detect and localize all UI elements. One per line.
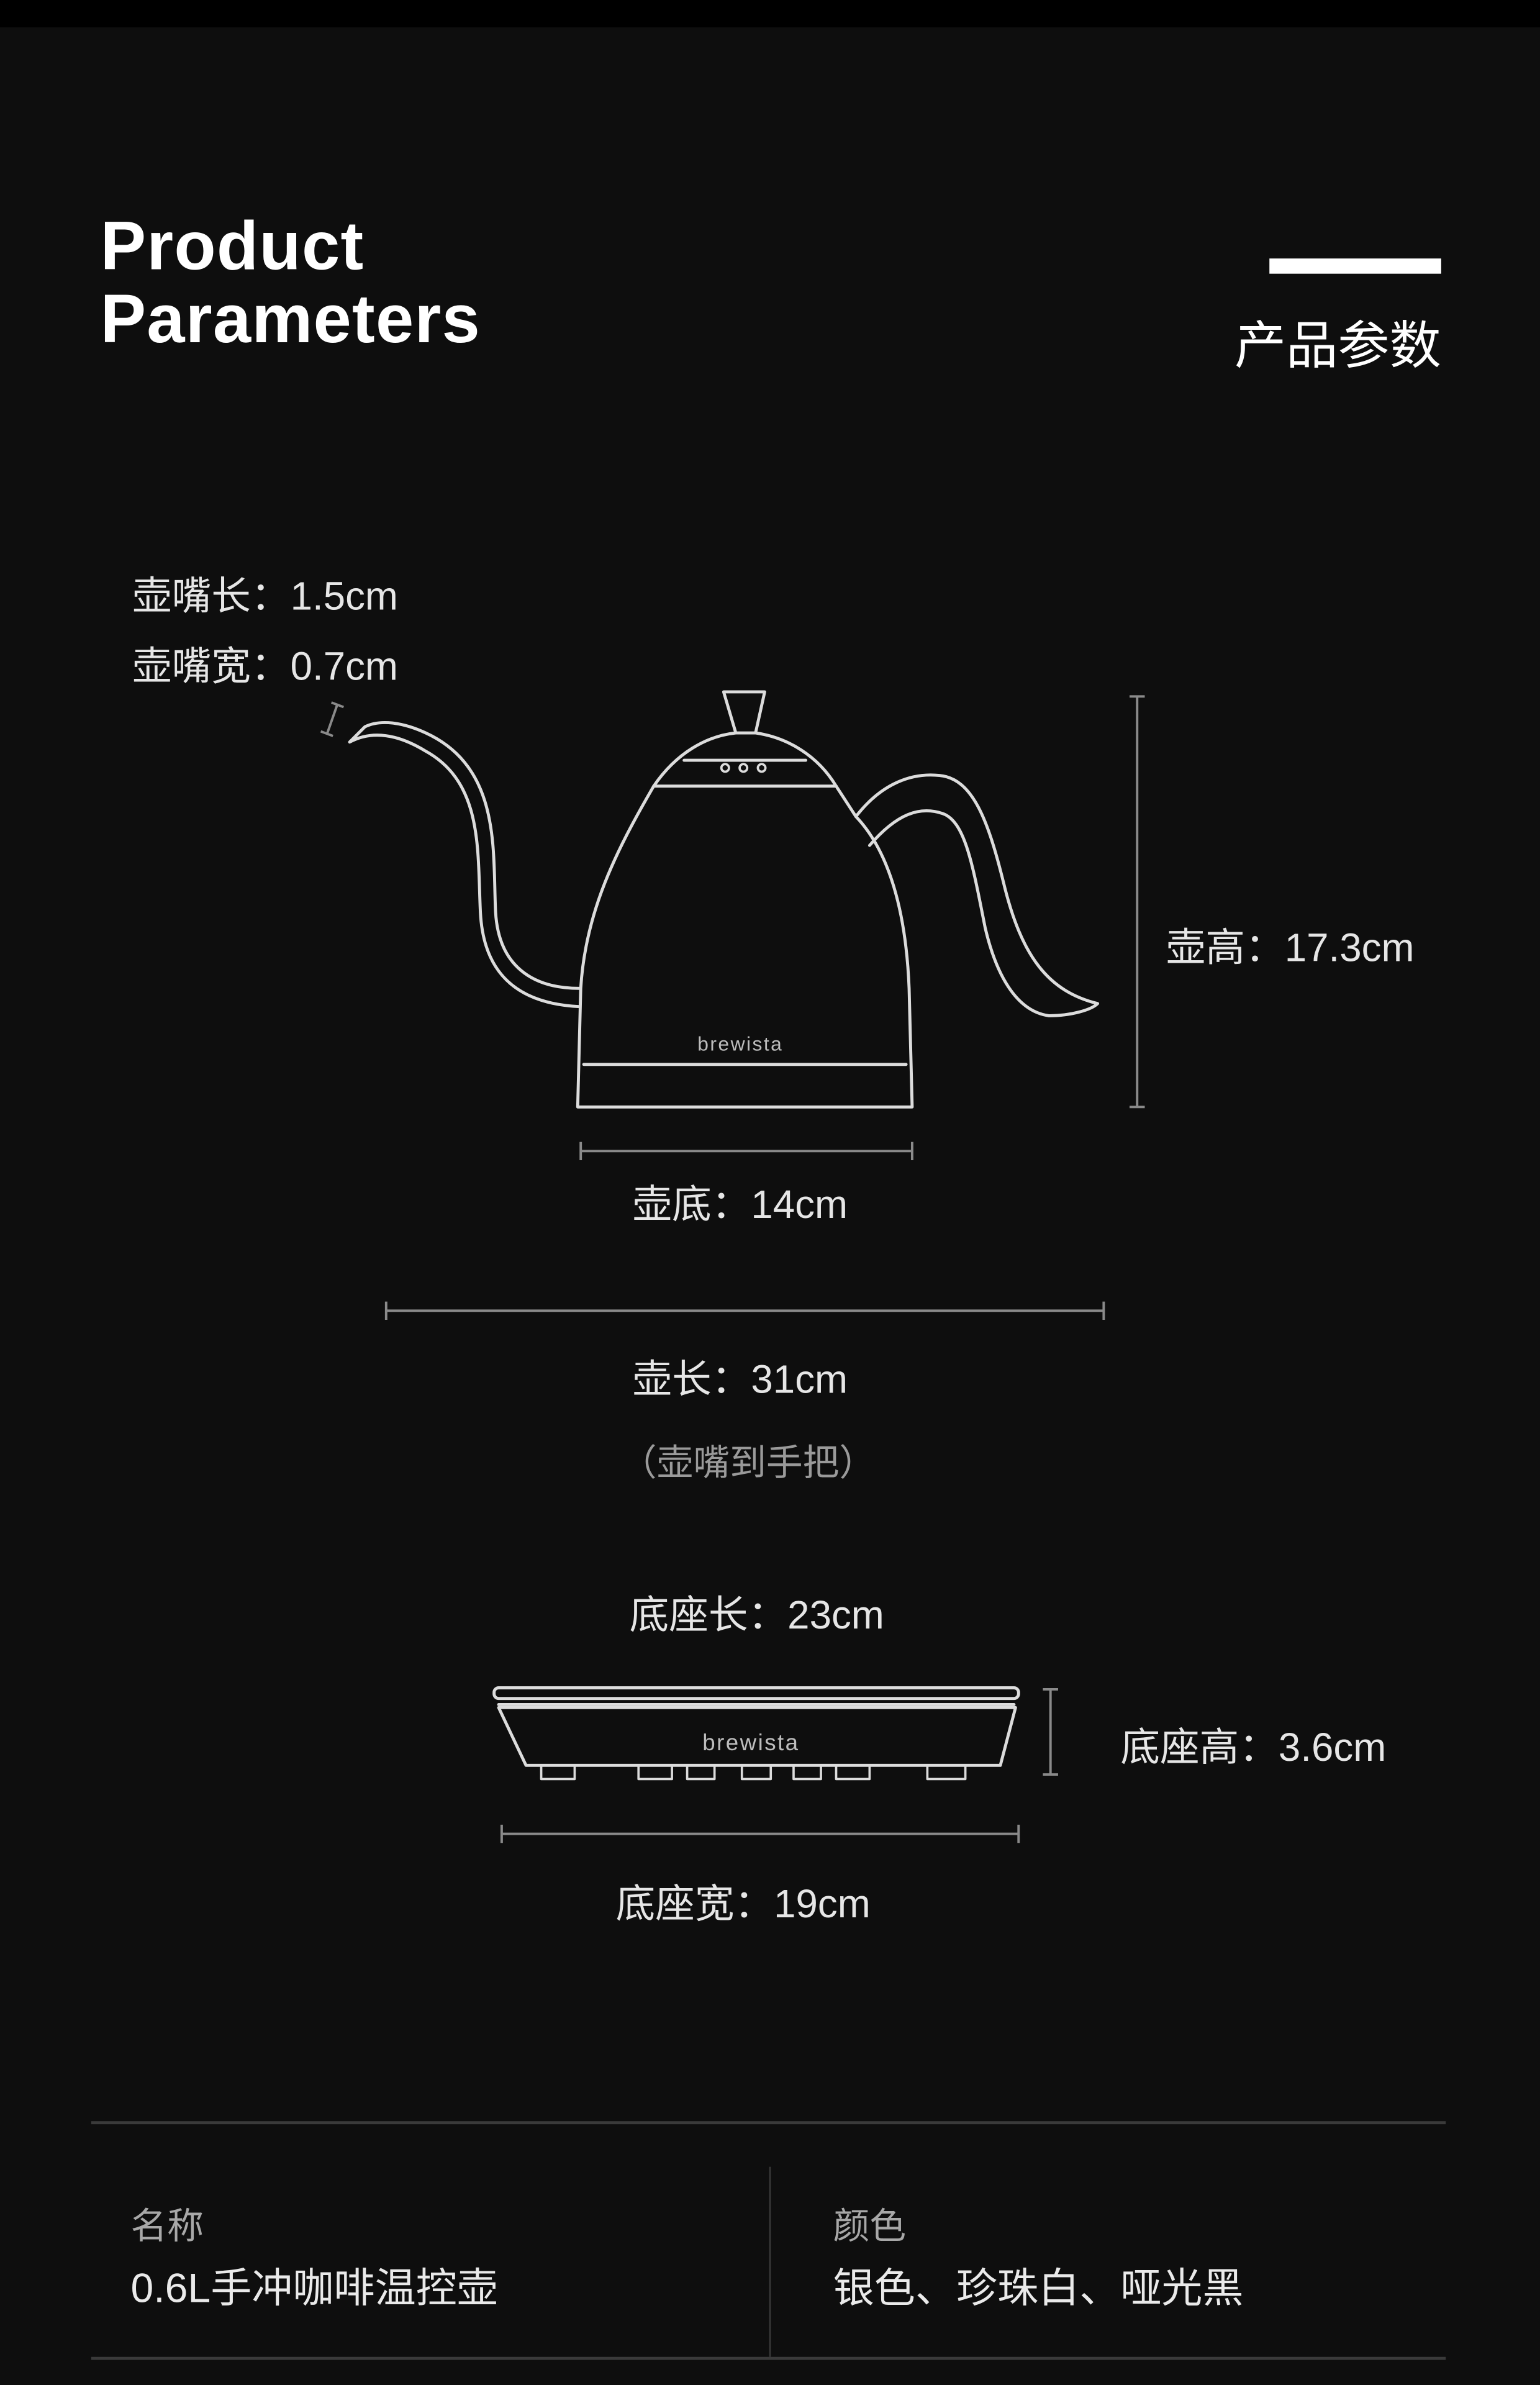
spout-width-label: 壶嘴宽：0.7cm — [132, 643, 398, 689]
kettle-length-line — [384, 1301, 1105, 1320]
page-title: Product Parameters — [100, 206, 481, 358]
spout-width-marker — [320, 701, 344, 737]
kettle-spout — [348, 721, 581, 1009]
stand-height-label: 底座高：3.6cm — [1120, 1724, 1387, 1770]
spec-name-label: 名称 — [130, 2206, 204, 2248]
spec-color-label: 颜色 — [833, 2206, 907, 2248]
stand-feet — [540, 1764, 967, 1781]
kettle-length-label: 壶长：31cm — [632, 1356, 848, 1402]
spec-color-value: 银色、珍珠白、哑光黑 — [833, 2265, 1244, 2312]
stand-brand-logo: brewista — [702, 1730, 799, 1755]
title-line-2: Parameters — [100, 279, 481, 358]
kettle-lid-knob — [722, 690, 766, 735]
title-accent-bar — [1269, 258, 1441, 274]
stand-top — [492, 1686, 1020, 1701]
spec-table-column-divider — [769, 2166, 771, 2357]
dimension-lines — [320, 695, 1145, 1843]
stand-width-line — [500, 1824, 1020, 1843]
spec-name-value: 0.6L手冲咖啡温控壶 — [130, 2265, 498, 2312]
kettle-body — [576, 784, 914, 1109]
kettle-lid-ring — [652, 758, 838, 788]
stand-height-line — [1043, 1688, 1058, 1776]
kettle-buttons — [720, 763, 767, 773]
kettle-height-label: 壶高：17.3cm — [1166, 924, 1415, 970]
title-cn: 产品参数 — [1234, 317, 1441, 376]
kettle-lid — [652, 731, 838, 788]
spec-table-bottom-divider — [91, 2356, 1446, 2360]
kettle-brand-logo: brewista — [697, 1033, 783, 1055]
spec-table-top-divider — [91, 2121, 1446, 2125]
kettle-base-label: 壶底：14cm — [632, 1181, 848, 1227]
kettle-height-line — [1130, 695, 1145, 1109]
top-band — [0, 0, 1540, 28]
spout-length-label: 壶嘴长：1.5cm — [132, 573, 398, 619]
kettle-handle — [854, 773, 1100, 1017]
stand-body — [497, 1706, 1017, 1767]
kettle-base-line-dim — [579, 1142, 913, 1160]
stand-length-label: 底座长：23cm — [629, 1592, 884, 1638]
stand-width-label: 底座宽：19cm — [615, 1881, 871, 1927]
title-line-1: Product — [100, 206, 365, 284]
kettle-length-note: （壶嘴到手把） — [620, 1443, 876, 1484]
